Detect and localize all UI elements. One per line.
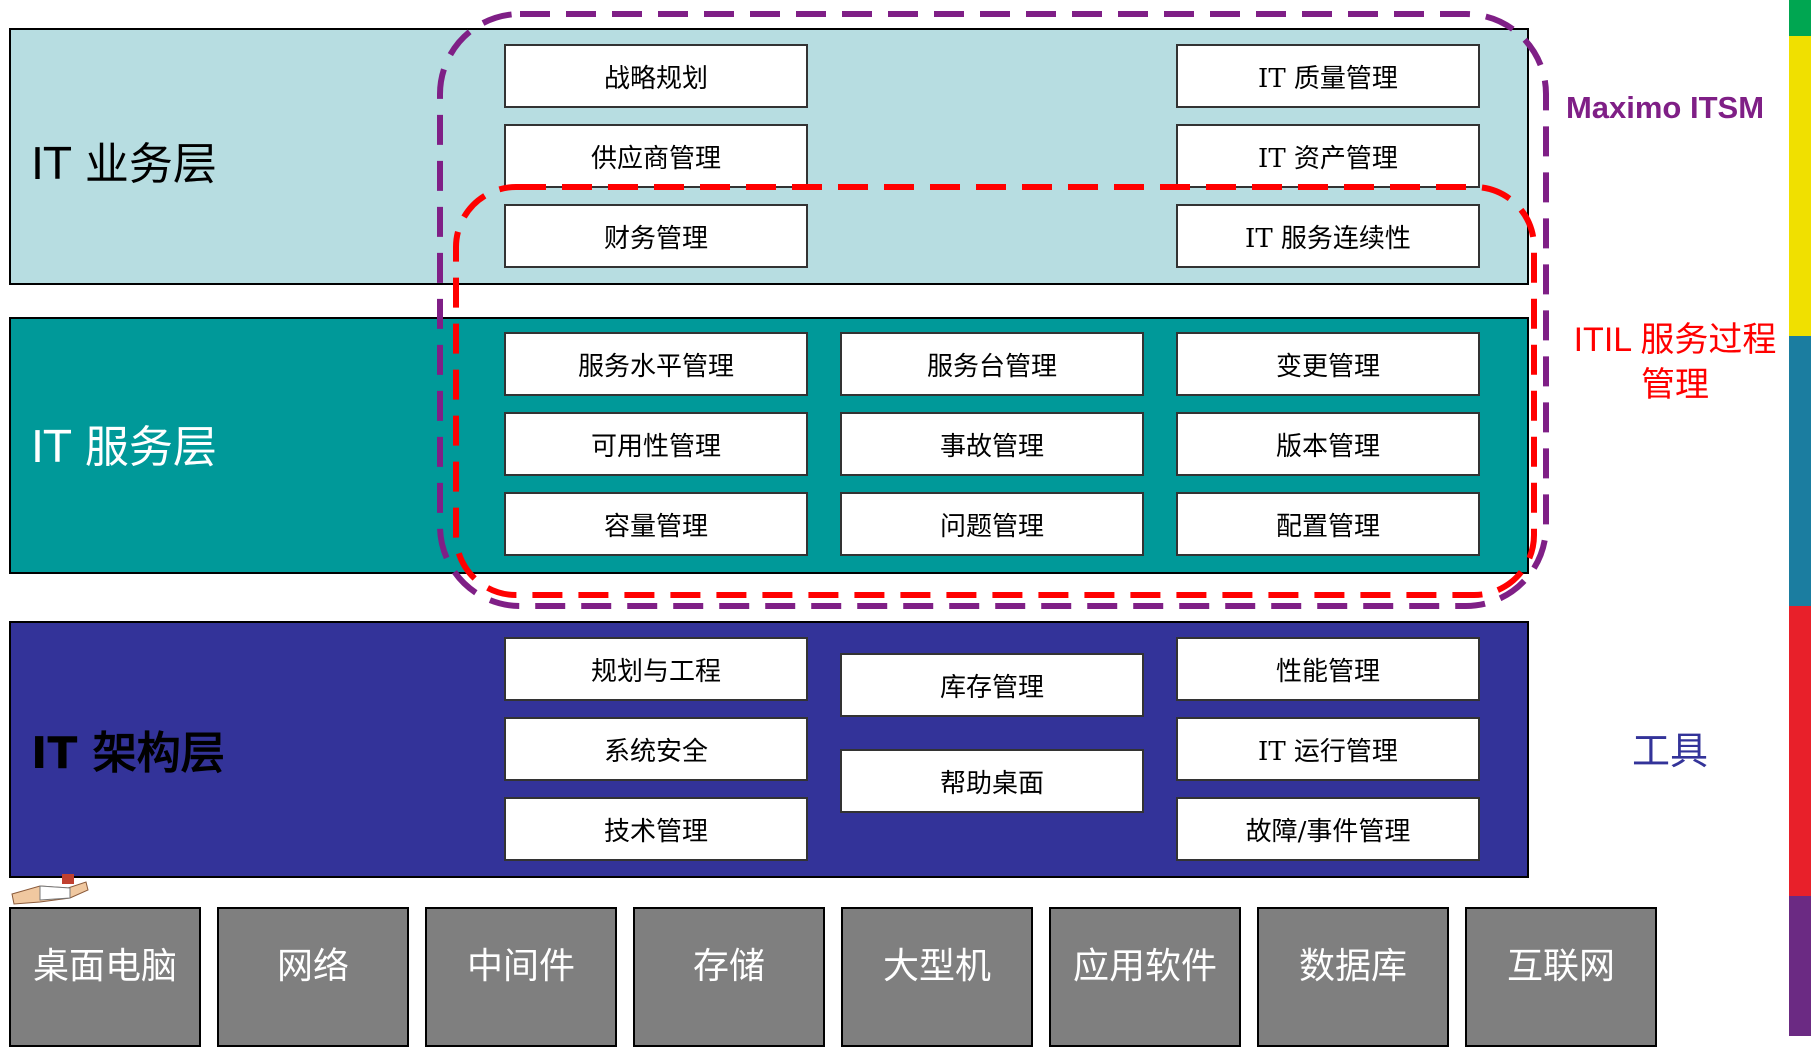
it-operations-management-box: IT 运行管理 <box>1176 717 1480 781</box>
bottom-item-middleware: 中间件 <box>425 907 617 1047</box>
asset-management-box: IT 资产管理 <box>1176 124 1480 188</box>
bottom-item-internet: 互联网 <box>1465 907 1657 1047</box>
availability-management-box: 可用性管理 <box>504 412 808 476</box>
service-continuity-box: IT 服务连续性 <box>1176 204 1480 268</box>
bottom-item-storage: 存储 <box>633 907 825 1047</box>
fault-event-management-box: 故障/事件管理 <box>1176 797 1480 861</box>
quality-management-box: IT 质量管理 <box>1176 44 1480 108</box>
person-clipart-icon <box>11 874 89 905</box>
business-layer-title: IT 业务层 <box>31 139 217 190</box>
capacity-management-box: 容量管理 <box>504 492 808 556</box>
problem-management-box: 问题管理 <box>840 492 1144 556</box>
right-stripe-red <box>1789 606 1811 896</box>
strategy-planning-box: 战略规划 <box>504 44 808 108</box>
right-stripe-purple <box>1789 896 1811 1036</box>
system-security-box: 系统安全 <box>504 717 808 781</box>
change-management-box: 变更管理 <box>1176 332 1480 396</box>
right-stripe-yellow <box>1789 36 1811 336</box>
bottom-item-database: 数据库 <box>1257 907 1449 1047</box>
help-desk-box: 帮助桌面 <box>840 749 1144 813</box>
inventory-management-box: 库存管理 <box>840 653 1144 717</box>
bottom-item-mainframe: 大型机 <box>841 907 1033 1047</box>
right-stripe-green <box>1789 0 1811 36</box>
supplier-management-box: 供应商管理 <box>504 124 808 188</box>
right-stripe-blue <box>1789 336 1811 606</box>
bottom-item-application-software: 应用软件 <box>1049 907 1241 1047</box>
bottom-item-network: 网络 <box>217 907 409 1047</box>
configuration-management-box: 配置管理 <box>1176 492 1480 556</box>
release-management-box: 版本管理 <box>1176 412 1480 476</box>
performance-management-box: 性能管理 <box>1176 637 1480 701</box>
tools-label: 工具 <box>1631 729 1708 773</box>
service-level-management-box: 服务水平管理 <box>504 332 808 396</box>
itil-process-label-line1: ITIL 服务过程 <box>1573 321 1777 359</box>
infrastructure-layer-title: IT 架构层 <box>31 728 225 779</box>
incident-management-box: 事故管理 <box>840 412 1144 476</box>
financial-management-box: 财务管理 <box>504 204 808 268</box>
service-desk-management-box: 服务台管理 <box>840 332 1144 396</box>
planning-engineering-box: 规划与工程 <box>504 637 808 701</box>
maximo-itsm-label: Maximo ITSM <box>1565 90 1765 125</box>
itil-process-label-line2: 管理 <box>1641 366 1709 404</box>
bottom-item-desktop: 桌面电脑 <box>9 907 201 1047</box>
technical-management-box: 技术管理 <box>504 797 808 861</box>
service-layer-title: IT 服务层 <box>31 422 217 473</box>
